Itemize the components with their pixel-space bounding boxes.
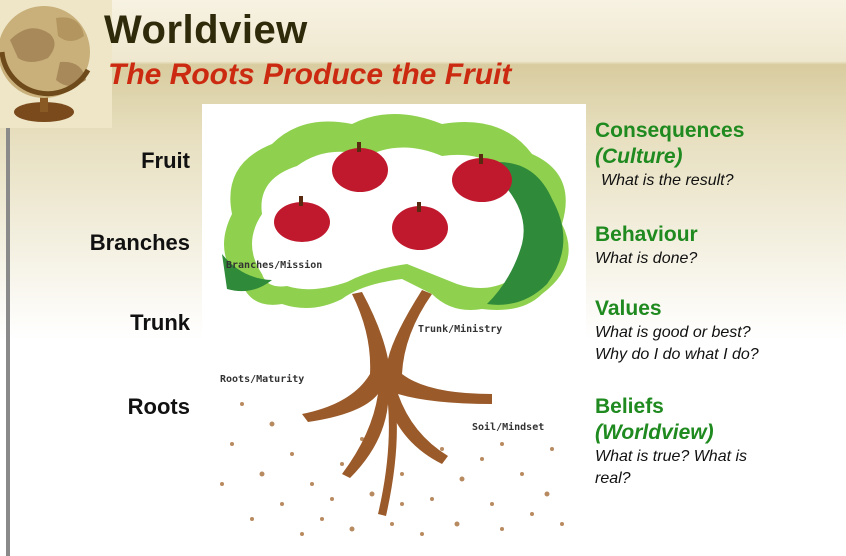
- trunk-and-roots: [302, 290, 492, 516]
- values-question-2: Why do I do what I do?: [595, 346, 759, 363]
- globe-icon: [0, 0, 112, 128]
- consequences-question: What is the result?: [601, 172, 734, 189]
- beliefs-question-1: What is true? What is: [595, 448, 748, 465]
- left-rule: [6, 120, 10, 556]
- apple-icon: [392, 202, 448, 250]
- apple-icon: [332, 142, 388, 192]
- trunk-ministry-label: Trunk/Ministry: [418, 323, 502, 335]
- behaviour-question: What is done?: [595, 250, 698, 267]
- tree-canopy: [222, 114, 569, 310]
- values-heading: Values: [595, 297, 662, 320]
- level-label-roots: Roots: [127, 394, 190, 419]
- level-label-fruit: Fruit: [141, 148, 190, 173]
- branches-mission-label: Branches/Mission: [226, 259, 322, 271]
- tree-illustration: Branches/Mission Trunk/Ministry Roots/Ma…: [202, 104, 586, 548]
- consequences-block: Consequences (Culture) What is the resul…: [595, 118, 840, 192]
- page-subtitle: The Roots Produce the Fruit: [108, 58, 512, 91]
- level-label-branches: Branches: [89, 230, 190, 255]
- beliefs-block: Beliefs (Worldview) What is true? What i…: [595, 394, 840, 490]
- beliefs-sub: (Worldview): [595, 421, 714, 444]
- beliefs-question-2: real?: [595, 470, 631, 487]
- apple-icon: [452, 154, 512, 202]
- behaviour-block: Behaviour What is done?: [595, 222, 840, 270]
- beliefs-heading: Beliefs: [595, 395, 664, 418]
- roots-maturity-label: Roots/Maturity: [220, 373, 304, 385]
- page-title: Worldview: [104, 8, 308, 52]
- apples: [274, 142, 512, 250]
- values-block: Values What is good or best? Why do I do…: [595, 296, 840, 366]
- soil-mindset-label: Soil/Mindset: [472, 421, 544, 433]
- values-question-1: What is good or best?: [595, 324, 751, 341]
- soil-dots: [220, 402, 564, 536]
- level-label-trunk: Trunk: [130, 310, 190, 335]
- apple-icon: [274, 196, 330, 242]
- consequences-heading: Consequences: [595, 119, 745, 142]
- behaviour-heading: Behaviour: [595, 223, 698, 246]
- consequences-sub: (Culture): [595, 145, 683, 168]
